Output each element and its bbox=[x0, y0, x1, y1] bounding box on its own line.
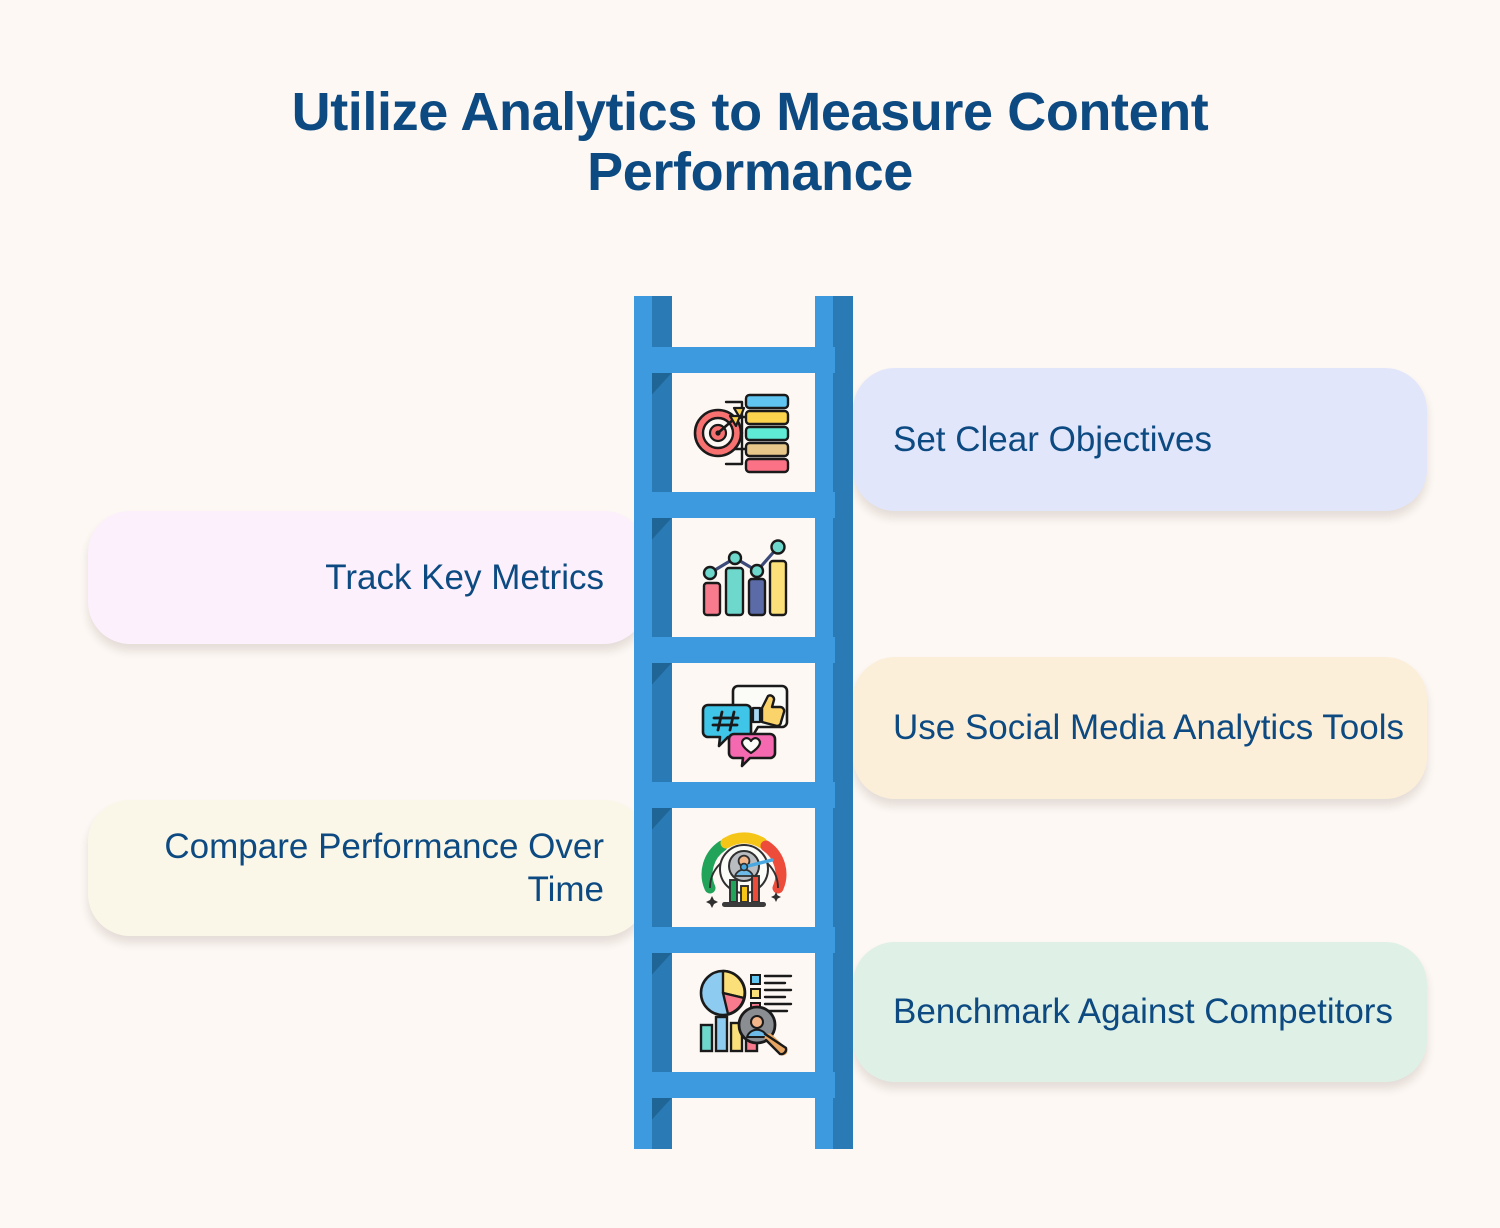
ladder-rung-5 bbox=[652, 927, 835, 975]
ladder-rung-6 bbox=[652, 1072, 835, 1120]
ladder-rung-4 bbox=[652, 782, 835, 830]
bar-line-chart-icon bbox=[702, 538, 787, 616]
step-card-3[interactable]: Use Social Media Analytics Tools bbox=[853, 657, 1427, 799]
step-label-4: Compare Performance Over Time bbox=[164, 826, 604, 909]
ladder-right-rail bbox=[815, 296, 853, 1149]
step-card-5[interactable]: Benchmark Against Competitors bbox=[853, 942, 1427, 1082]
social-engagement-bubbles-icon bbox=[701, 684, 788, 767]
icon-cell-5 bbox=[672, 953, 815, 1072]
icon-cell-2 bbox=[672, 518, 815, 637]
ladder-rung-1 bbox=[652, 347, 835, 395]
ladder-graphic bbox=[634, 296, 853, 1149]
ladder-left-rail bbox=[634, 296, 672, 1149]
step-card-2[interactable]: Track Key Metrics bbox=[88, 511, 646, 644]
step-label-1: Set Clear Objectives bbox=[893, 419, 1213, 459]
pie-chart-magnifier-icon bbox=[699, 969, 792, 1055]
step-card-1[interactable]: Set Clear Objectives bbox=[853, 368, 1427, 511]
target-objectives-icon bbox=[693, 393, 789, 473]
page-title: Utilize Analytics to Measure Content Per… bbox=[291, 82, 1209, 203]
icon-cell-1 bbox=[672, 373, 815, 492]
ladder-rung-2 bbox=[652, 492, 835, 540]
icon-cell-4 bbox=[672, 808, 815, 927]
gauge-performance-icon bbox=[701, 831, 786, 908]
step-label-2: Track Key Metrics bbox=[325, 557, 604, 597]
step-label-3: Use Social Media Analytics Tools bbox=[893, 708, 1404, 748]
ladder-rung-3 bbox=[652, 637, 835, 685]
step-label-5: Benchmark Against Competitors bbox=[893, 992, 1393, 1032]
step-card-4[interactable]: Compare Performance Over Time bbox=[88, 800, 646, 936]
icon-cell-3 bbox=[672, 663, 815, 782]
